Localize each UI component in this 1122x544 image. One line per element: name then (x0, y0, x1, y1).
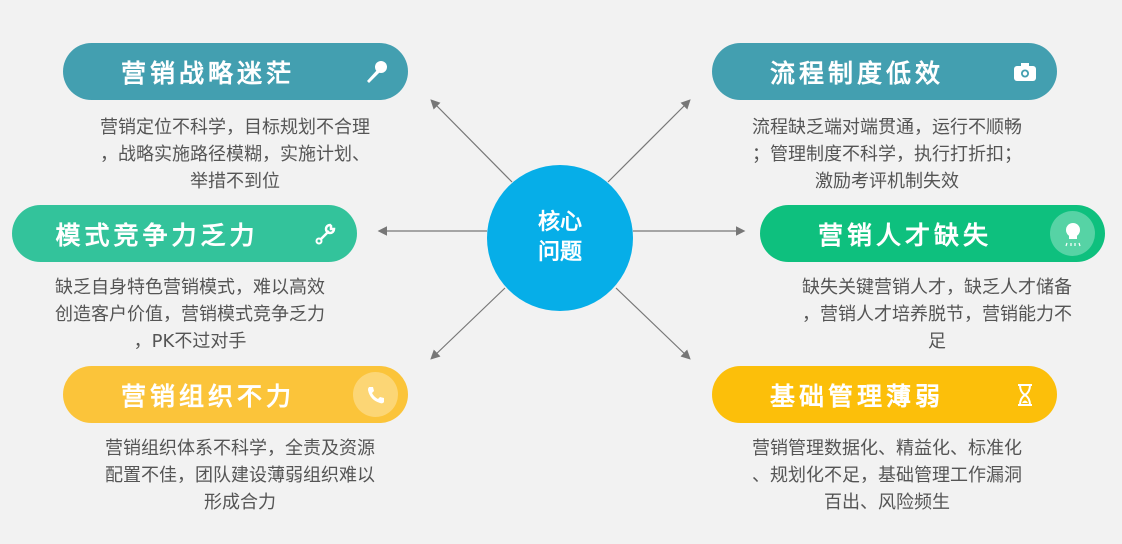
problem-description-5: 缺失关键营销人才，缺乏人才储备 ，营销人才培养脱节，营销能力不足 (772, 274, 1102, 355)
description-line: 配置不佳，团队建设薄弱组织难以 (105, 465, 375, 486)
center-line-1: 核心 (537, 210, 582, 235)
phone-icon (353, 372, 398, 417)
description-line: 营销定位不科学，目标规划不合理 (100, 117, 370, 138)
description-line: 、规划化不足，基础管理工作漏洞 (752, 465, 1022, 486)
pill-title: 营销人才缺失 (817, 220, 992, 250)
description-line: 流程缺乏端对端贯通，运行不顺畅 (752, 117, 1022, 138)
arrow-top-left (430, 99, 513, 183)
pill-title: 营销组织不力 (120, 381, 295, 411)
problem-pill-5: 营销人才缺失 (760, 205, 1105, 262)
description-line: ，战略实施路径模糊，实施计划、 (100, 144, 370, 165)
problem-description-2: 缺乏自身特色营销模式，难以高效创造客户价值，营销模式竞争乏力 ，PK不过对手 (25, 274, 355, 355)
arrow-top-right (607, 99, 691, 183)
description-line: 创造客户价值，营销模式竞争乏力 (55, 304, 325, 325)
lightbulb-icon (1050, 211, 1095, 256)
problem-pill-3: 营销组织不力 (63, 366, 408, 423)
description-line: 百出、风险频生 (824, 492, 950, 513)
description-line: ；管理制度不科学，执行打折扣； (752, 144, 1022, 165)
pill-title: 营销战略迷茫 (120, 58, 295, 88)
problem-description-1: 营销定位不科学，目标规划不合理 ，战略实施路径模糊，实施计划、举措不到位 (70, 114, 400, 195)
description-line: ，营销人才培养脱节，营销能力不 (802, 304, 1072, 325)
description-line: 形成合力 (204, 492, 276, 513)
problem-pill-2: 模式竞争力乏力 (12, 205, 357, 262)
center-line-2: 问题 (537, 240, 582, 265)
problem-pill-4: 流程制度低效 (712, 43, 1057, 100)
description-line: 缺失关键营销人才，缺乏人才储备 (802, 277, 1072, 298)
problem-description-3: 营销组织体系不科学，全责及资源配置不佳，团队建设薄弱组织难以形成合力 (75, 435, 405, 516)
problem-pill-6: 基础管理薄弱 (712, 366, 1057, 423)
description-line: 营销组织体系不科学，全责及资源 (105, 438, 375, 459)
description-line: 营销管理数据化、精益化、标准化 (752, 438, 1022, 459)
arrow-bottom-left (430, 287, 506, 360)
description-line: 激励考评机制失效 (815, 171, 959, 192)
wrench-icon (302, 211, 347, 256)
pill-title: 模式竞争力乏力 (55, 220, 259, 250)
problem-description-6: 营销管理数据化、精益化、标准化、规划化不足，基础管理工作漏洞百出、风险频生 (722, 435, 1052, 516)
pill-title: 基础管理薄弱 (769, 381, 944, 411)
hourglass-icon (1002, 372, 1047, 417)
description-line: ，PK不过对手 (133, 331, 247, 352)
arrow-bottom-right (615, 287, 691, 360)
description-line: 足 (928, 331, 946, 352)
camera-icon (1002, 49, 1047, 94)
problem-pill-1: 营销战略迷茫 (63, 43, 408, 100)
microphone-icon (353, 49, 398, 94)
description-line: 缺乏自身特色营销模式，难以高效 (55, 277, 325, 298)
pill-title: 流程制度低效 (769, 58, 944, 88)
problem-description-4: 流程缺乏端对端贯通，运行不顺畅 ；管理制度不科学，执行打折扣； 激励考评机制失效 (722, 114, 1052, 195)
core-problem-circle: 核心 问题 (487, 165, 633, 311)
description-line: 举措不到位 (190, 171, 280, 192)
